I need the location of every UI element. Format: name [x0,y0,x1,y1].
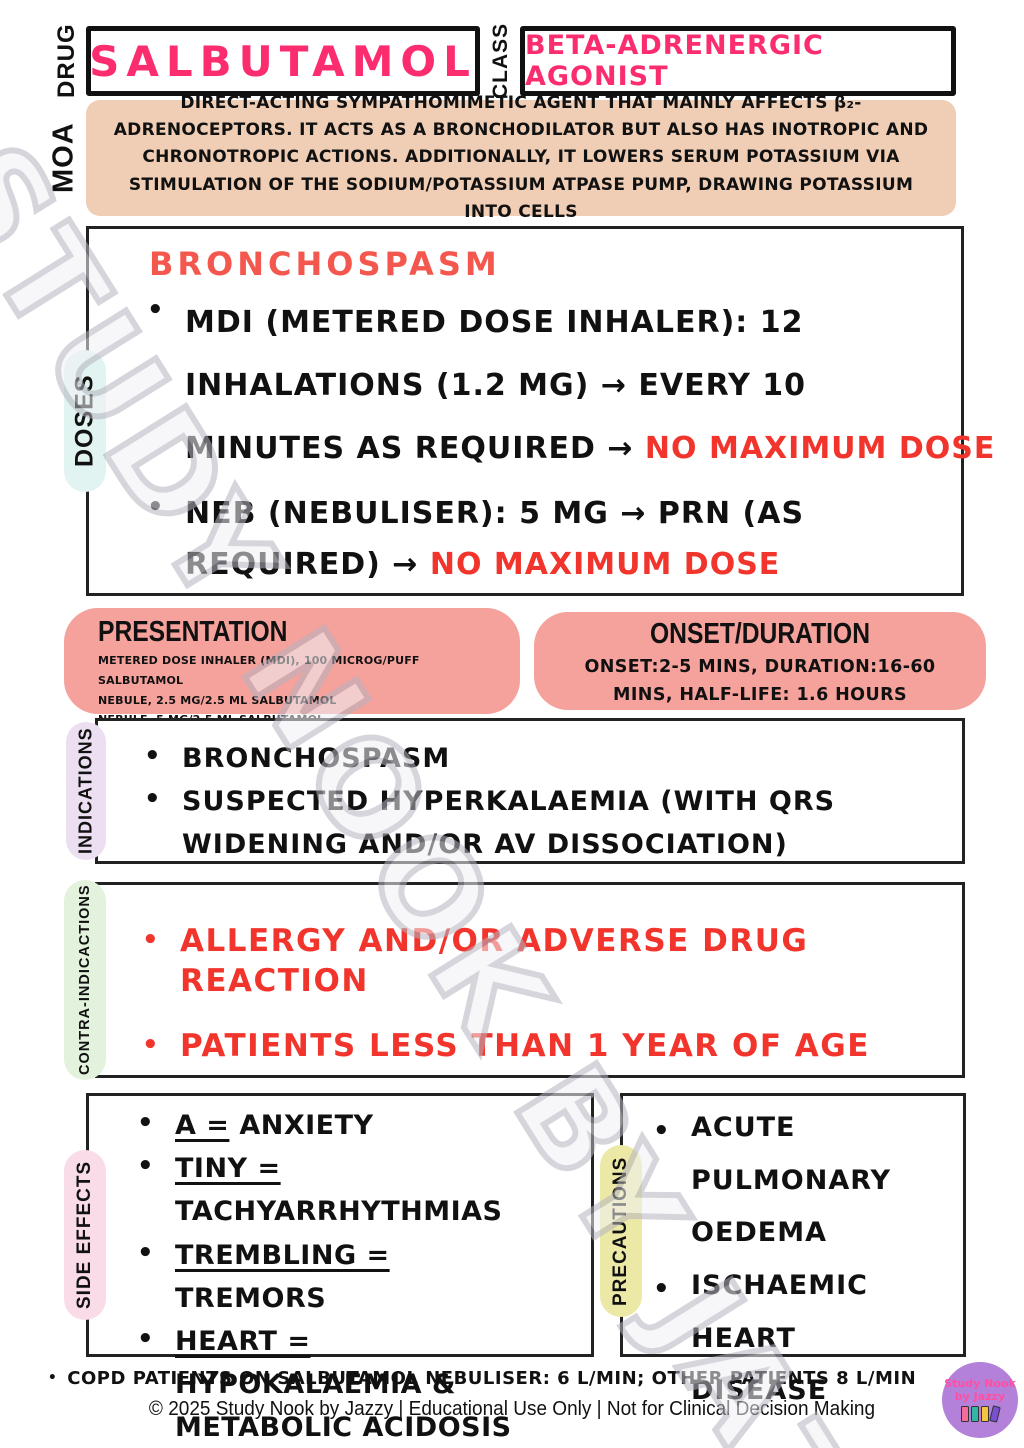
drug-vertical-label: DRUG [53,23,80,99]
side-effect-text: HYPOKALAEMIA & METABOLIC ACIDOSIS [175,1369,512,1444]
presentation-title: PRESENTATION [98,616,288,648]
class-vertical-label: CLASS [489,22,512,100]
presentation-line: METERED DOSE INHALER (MDI), 100 MICROG/P… [98,654,420,687]
side-effect-text: ANXIETY [229,1110,374,1141]
moa-vertical-label: MOA [47,122,80,194]
onset-duration-title: ONSET/DURATION [649,618,871,650]
drug-name: SALBUTAMOL [89,36,477,86]
precautions-box: • ACUTE PULMONARY OEDEMA • ISCHAEMIC HEA… [620,1093,966,1406]
drug-name-box: SALBUTAMOL [86,26,480,96]
indication-text: SUSPECTED HYPERKALAEMIA (WITH QRS WIDENI… [182,786,836,861]
precaution-text: ACUTE PULMONARY OEDEMA [691,1112,892,1249]
contraindications-vertical-label: CONTRA-INDICACTIONS [64,880,106,1080]
drug-class: BETA-ADRENERGIC AGONIST [525,30,824,92]
doses-vertical-label: DOSES [64,350,106,492]
side-effects-vertical-label: SIDE EFFECTS [64,1150,106,1320]
dose-neb-line2: REQUIRED) → [185,547,430,582]
bullet-icon: • [147,492,164,522]
presentation-box: PRESENTATION METERED DOSE INHALER (MDI),… [64,608,520,746]
indication-item: • SUSPECTED HYPERKALAEMIA (WITH QRS WIDE… [144,780,942,866]
dose-neb-line1: NEB (NEBULISER): 5 MG → PRN (AS [185,496,805,531]
dose-item-neb: • NEB (NEBULISER): 5 MG → PRN (AS REQUIR… [147,488,941,590]
side-effect-mnemonic: A = [175,1110,230,1141]
side-effect-item: • HEART = HYPOKALAEMIA & METABOLIC ACIDO… [137,1320,531,1448]
presentation-line: NEBULE, 2.5 MG/2.5 ML SALBUTAMOL [98,693,337,707]
copyright-line: © 2025 Study Nook by Jazzy | Educational… [148,1398,876,1420]
logo-text-line1: Study Nook [944,1376,1016,1390]
moa-text: DIRECT-ACTING SYMPATHOMIMETIC AGENT THAT… [113,93,929,222]
side-effect-mnemonic: TREMBLING = [175,1239,390,1271]
indications-vertical-label: INDICATIONS [66,722,106,860]
bullet-icon: • [142,1029,159,1060]
logo-text-line2: by Jazzy [954,1389,1006,1403]
precaution-item: • ACUTE PULMONARY OEDEMA [653,1102,945,1260]
dose-neb-no-max: NO MAXIMUM DOSE [429,547,781,582]
moa-box: DIRECT-ACTING SYMPATHOMIMETIC AGENT THAT… [86,93,956,222]
bullet-icon: • [147,295,164,325]
side-effect-item: • TREMBLING = TREMORS [137,1234,531,1320]
precaution-item: • ISCHAEMIC HEART DISEASE [653,1260,945,1418]
bullet-icon: • [137,1151,154,1182]
bullet-icon: • [653,1116,670,1146]
drug-class-box: BETA-ADRENERGIC AGONIST [520,26,956,96]
study-nook-logo: Study Nook by Jazzy [942,1362,1018,1438]
bullet-icon: • [653,1273,670,1304]
side-effect-mnemonic: HEART = [175,1325,311,1357]
indication-item: • BRONCHOSPASM [144,737,942,780]
onset-duration-box: ONSET/DURATION ONSET:2-5 MINS, DURATION:… [534,612,986,710]
side-effect-item: • TINY = TACHYARRHYTHMIAS [137,1147,531,1233]
contraindication-text: PATIENTS LESS THAN 1 YEAR OF AGE [180,1027,870,1064]
doses-heading: BRONCHOSPASM [149,245,501,283]
dose-mdi-no-max: NO MAXIMUM DOSE [644,431,996,466]
bullet-icon: • [137,1237,154,1268]
side-effect-mnemonic: TINY = [175,1153,281,1185]
indication-text: BRONCHOSPASM [182,743,451,774]
contraindication-item: • PATIENTS LESS THAN 1 YEAR OF AGE [142,1026,942,1066]
side-effect-text: TREMORS [175,1282,327,1314]
side-effects-box: • A = ANXIETY • TINY = TACHYARRHYTHMIAS … [86,1093,594,1443]
bullet-icon: • [144,741,161,771]
bullet-icon: • [47,1370,58,1386]
indications-box: • BRONCHOSPASM • SUSPECTED HYPERKALAEMIA… [95,718,965,864]
contraindication-item: • ALLERGY AND/OR ADVERSE DRUG REACTION [142,921,942,1002]
books-icon [961,1405,1001,1423]
precautions-vertical-label: PRECAUTIONS [600,1145,642,1317]
dose-item-mdi: • MDI (METERED DOSE INHALER): 12 INHALAT… [147,291,994,480]
bullet-icon: • [137,1323,154,1354]
footer-note: • COPD PATIENTS ON SALBUTAMOL NEBULISER: … [0,1368,964,1389]
dose-mdi-line2: INHALATIONS (1.2 MG) → EVERY 10 [185,368,806,403]
dose-mdi-line1: MDI (METERED DOSE INHALER): 12 [185,305,804,340]
bullet-icon: • [137,1108,154,1138]
footer-note-text: COPD PATIENTS ON SALBUTAMOL NEBULISER: 6… [67,1368,917,1389]
dose-mdi-line3: MINUTES AS REQUIRED → [185,431,645,466]
doses-box: BRONCHOSPASM • MDI (METERED DOSE INHALER… [86,226,994,596]
onset-duration-text: ONSET:2-5 MINS, DURATION:16-60 MINS, HAL… [584,657,936,705]
bullet-icon: • [144,784,161,815]
contraindications-box: • ALLERGY AND/OR ADVERSE DRUG REACTION •… [95,882,965,1078]
contraindication-text: ALLERGY AND/OR ADVERSE DRUG REACTION [180,923,809,1000]
precaution-text: ISCHAEMIC HEART DISEASE [691,1269,868,1407]
bullet-icon: • [142,925,159,955]
side-effect-text: TACHYARRHYTHMIAS [175,1196,503,1228]
side-effect-item: • A = ANXIETY [137,1104,531,1147]
